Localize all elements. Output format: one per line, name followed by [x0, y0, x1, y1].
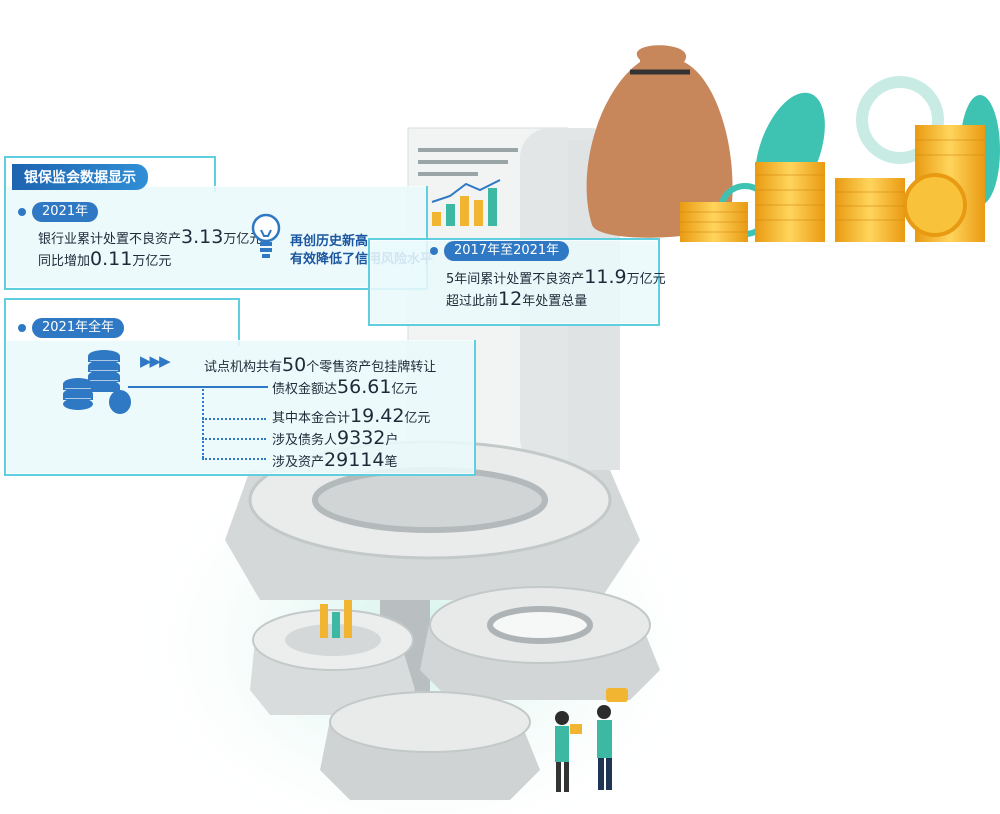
year-badge: 2021年	[32, 202, 99, 222]
people-figures	[555, 688, 628, 792]
period-badge: 2017年至2021年	[444, 241, 570, 261]
page-title: 银保监会数据显示	[12, 164, 148, 190]
lightbulb-icon	[251, 213, 281, 258]
box3-line5: 涉及资产29114笔	[272, 449, 398, 471]
small-gears	[250, 586, 660, 800]
box3-line1: 试点机构共有50个零售资产包挂牌转让	[204, 354, 437, 376]
background-gear	[856, 76, 944, 164]
coin-stack-icon	[63, 350, 131, 414]
box3-line3: 其中本金合计19.42亿元	[272, 405, 431, 427]
highlight-record: 再创历史新高	[290, 234, 369, 249]
connector-branch	[202, 458, 266, 460]
box1-line1: 银行业累计处置不良资产3.13万亿元	[38, 226, 263, 248]
box3-line2: 债权金额达56.61亿元	[272, 376, 418, 398]
connector-branch	[202, 438, 266, 440]
connector-branch	[202, 418, 266, 420]
box2-line2: 超过此前12年处置总量	[446, 288, 588, 310]
box3-line4: 涉及债务人9332户	[272, 427, 399, 449]
money-bag	[586, 45, 733, 238]
connector-vertical	[202, 386, 204, 458]
bullet-dot	[18, 324, 26, 332]
arrow-icons: ▶▶▶	[140, 352, 171, 370]
connector-line	[128, 386, 268, 388]
bullet-dot	[430, 247, 438, 255]
year-badge: 2021年全年	[32, 318, 125, 338]
box2-line1: 5年间累计处置不良资产11.9万亿元	[446, 266, 666, 288]
box1-line2: 同比增加0.11万亿元	[38, 248, 172, 270]
coin-stacks	[680, 125, 985, 242]
bullet-dot	[18, 208, 26, 216]
